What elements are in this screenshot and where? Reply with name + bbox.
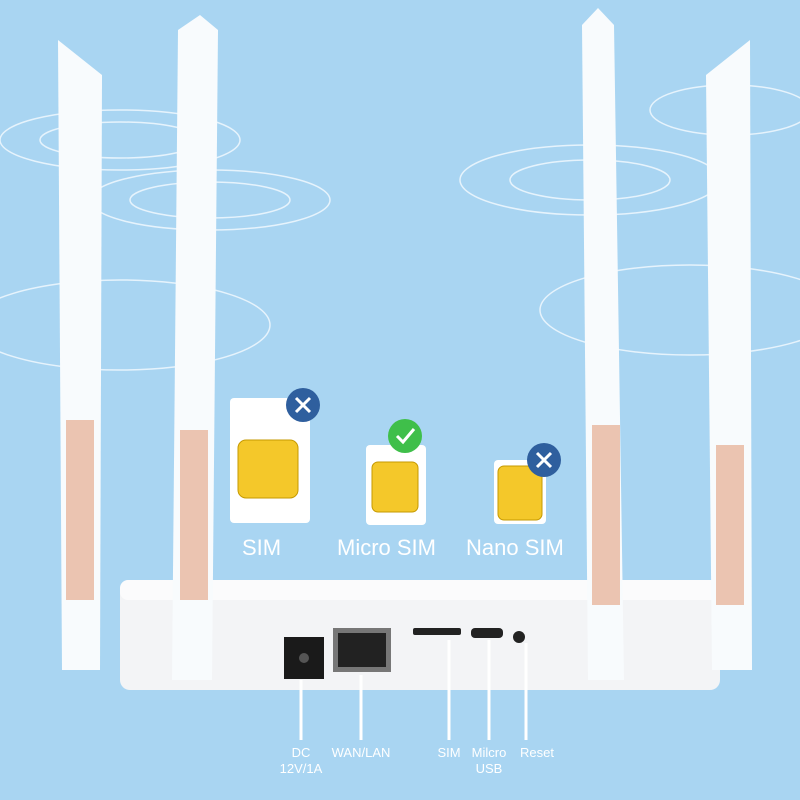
port-label-wan-lan: WAN/LAN [331,745,391,760]
port-label-micro-usb-name: Milcro [471,745,507,760]
port-label-micro-usb: Milcro USB [464,745,514,777]
sim-card-micro [366,419,426,525]
port-label-reset: Reset [520,745,554,760]
signal-waves [0,84,800,371]
port-label-sim: SIM [437,745,461,760]
nano-sim-label: Nano SIM [466,535,564,560]
port-label-dc-rating: 12V/1A [279,761,323,776]
sim-label: SIM [242,535,282,560]
port-leader-lines [299,640,528,740]
port-label-dc: DC 12V/1A [271,745,331,777]
router-body [120,580,720,690]
port-label-dc-name: DC [291,745,311,760]
micro-sim-label: Micro SIM [337,535,436,560]
antennas [58,8,752,680]
sim-card-standard [230,388,320,523]
sim-card-nano [494,443,561,524]
check-icon [388,419,422,453]
port-label-micro-usb-sub: USB [475,761,503,776]
